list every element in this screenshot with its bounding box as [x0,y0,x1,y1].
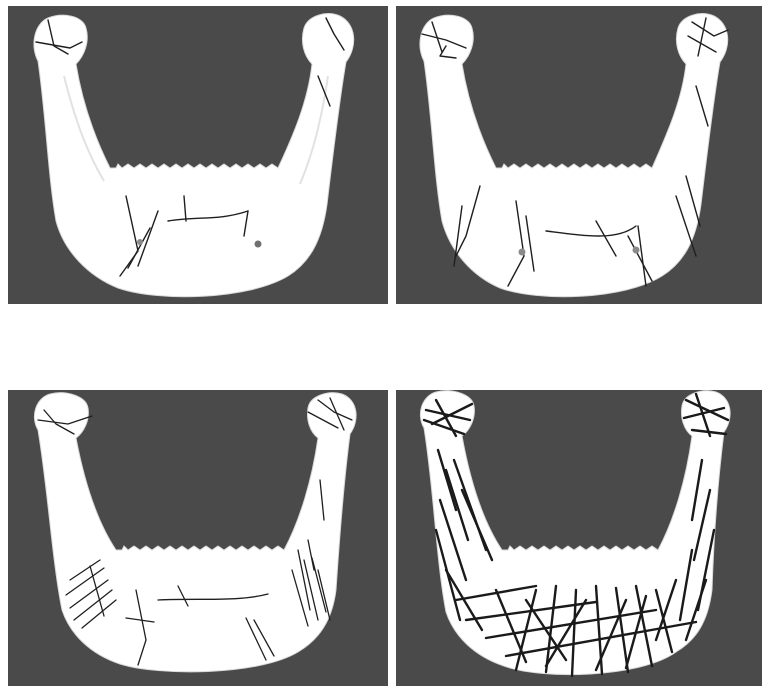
mandible-panel-3 [8,390,388,686]
mandible-bone [34,14,354,297]
mandible-figure [8,390,388,686]
mental-foramen [519,249,526,256]
mandible-panel-1 [8,6,388,304]
mandible-bone [420,14,728,297]
mental-foramen [255,241,262,248]
mandible-figure [396,390,762,686]
mandible-bone [34,393,356,672]
mental-foramen [633,247,640,254]
mandible-panel-4 [396,390,762,686]
mandible-figure [8,6,388,304]
mandible-panel-2 [396,6,762,304]
mandible-figure [396,6,762,304]
mental-foramen [137,239,143,245]
